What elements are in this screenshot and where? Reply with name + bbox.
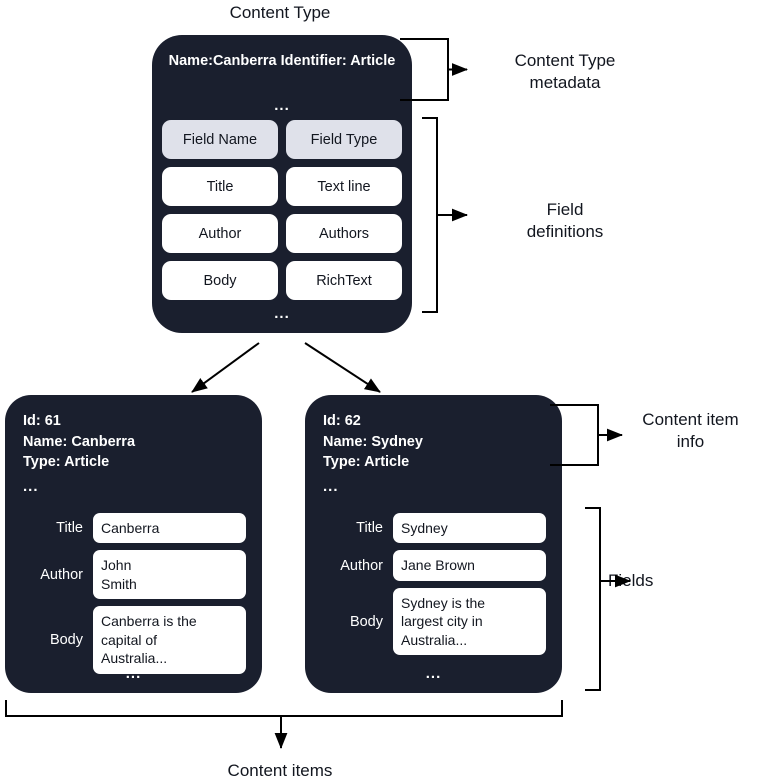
field-definitions-row-type: Authors (286, 214, 402, 253)
content-item-field-row: Body Canberra is the capital of Australi… (21, 606, 246, 674)
field-value: Canberra is the capital of Australia... (93, 606, 246, 674)
field-label: Body (49, 632, 83, 649)
field-definitions-header-field-name: Field Name (162, 120, 278, 159)
content-item-info-text: Id: 62 Name: Sydney Type: Article (323, 413, 423, 471)
ellipsis-glyph: ... (425, 665, 442, 682)
content-type-card: Name:Canberra Identifier: Article ... Fi… (152, 35, 412, 333)
ellipsis-glyph: ... (323, 478, 339, 495)
field-value: John Smith (93, 550, 246, 600)
content-item-info-text: Id: 61 Name: Canberra Type: Article (23, 413, 136, 471)
field-value: Sydney is the largest city in Australia.… (393, 587, 546, 656)
field-value: Canberra (93, 513, 246, 544)
content-item-field-row: Author John Smith (21, 550, 246, 600)
ellipsis-glyph: ... (23, 478, 39, 495)
field-definitions-table: Field Name Field Type Title Text line Au… (162, 120, 402, 300)
bracket-fields (585, 507, 631, 691)
content-item-field-row: Title Canberra (21, 513, 246, 544)
content-item-field-row: Title Sydney (321, 513, 546, 544)
content-type-metadata-ellipsis: ... (152, 97, 412, 115)
field-definitions-header-field-type: Field Type (286, 120, 402, 159)
field-definitions-row-type: RichText (286, 261, 402, 300)
ellipsis-glyph: ... (274, 97, 290, 114)
content-item-card: Id: 61 Name: Canberra Type: Article ... … (5, 395, 262, 693)
ellipsis-glyph: ... (274, 305, 290, 322)
field-definitions-row-name: Author (162, 214, 278, 253)
diagram-title-content-items: Content items (227, 761, 333, 780)
content-type-metadata-text: Name:Canberra Identifier: Article (168, 53, 396, 69)
content-item-field-row: Body Sydney is the largest city in Austr… (321, 587, 546, 656)
content-item-card: Id: 62 Name: Sydney Type: Article ... Ti… (305, 395, 562, 693)
ellipsis-glyph: ... (125, 665, 142, 682)
content-item-info-ellipsis: ... (23, 478, 39, 496)
field-label: Author (340, 557, 383, 574)
field-label: Title (356, 520, 383, 537)
bracket-field-definitions (422, 117, 468, 313)
field-label: Body (349, 613, 383, 630)
content-type-footer-ellipsis: ... (152, 305, 412, 323)
annotation-fields: Fields (608, 571, 654, 590)
field-definitions-row-name: Title (162, 167, 278, 206)
arrow-content-type-to-item-1 (191, 342, 260, 393)
diagram-title-content-type: Content Type (229, 3, 331, 22)
field-value: Sydney (393, 513, 546, 544)
annotation-field-definitions: Field definitions (526, 200, 604, 242)
content-item-fields: Title Sydney Author Jane Brown Body Sydn… (321, 513, 546, 662)
content-item-footer-ellipsis: ... (5, 665, 262, 683)
bracket-content-items (5, 700, 563, 749)
field-value: Jane Brown (393, 550, 546, 581)
content-item-info-ellipsis: ... (323, 478, 339, 496)
annotation-content-item-info: Content item info (642, 410, 739, 452)
field-definitions-row-name: Body (162, 261, 278, 300)
field-label: Title (56, 520, 83, 537)
field-definitions-row-type: Text line (286, 167, 402, 206)
annotation-content-type-metadata: Content Type metadata (514, 51, 616, 93)
arrow-content-type-to-item-2 (304, 342, 381, 393)
content-item-fields: Title Canberra Author John Smith Body Ca… (21, 513, 246, 681)
field-label: Author (40, 566, 83, 583)
content-item-field-row: Author Jane Brown (321, 550, 546, 581)
content-item-footer-ellipsis: ... (305, 665, 562, 683)
